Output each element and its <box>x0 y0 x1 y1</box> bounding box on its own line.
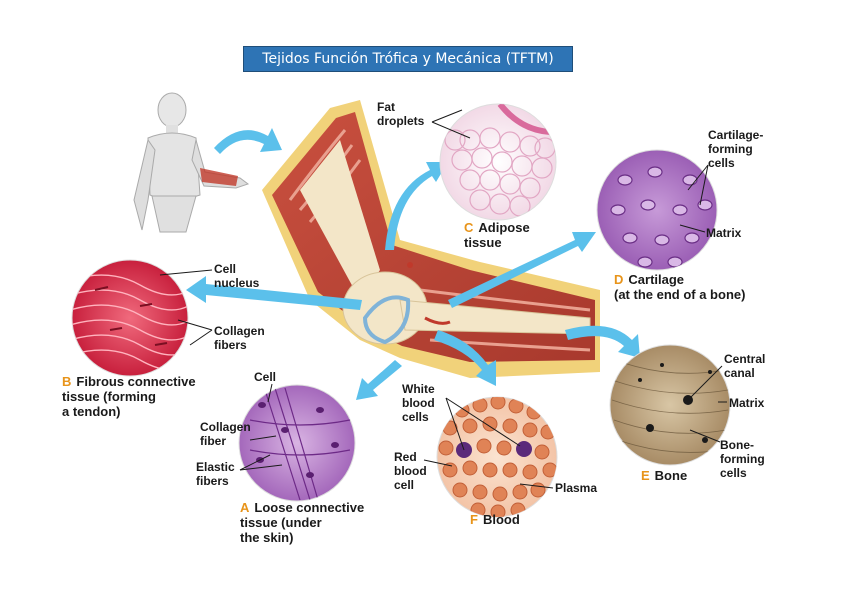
caption-text: Bone <box>654 468 688 483</box>
label-red-blood-cell: Red blood cell <box>394 450 427 492</box>
caption-text: Blood <box>482 512 520 527</box>
label-cartilage-forming-cells: Cartilage- forming cells <box>708 128 764 170</box>
caption-text: Loose connective tissue (under the skin) <box>240 500 365 545</box>
caption-blood: F Blood <box>470 512 520 527</box>
label-collagen-fibers: Collagen fibers <box>214 324 265 352</box>
label-matrix-cartilage: Matrix <box>706 226 742 240</box>
caption-letter: C <box>464 220 474 235</box>
caption-text: Fibrous connective tissue (forming a ten… <box>62 374 196 419</box>
caption-text: Adipose tissue <box>464 220 530 250</box>
label-bone-forming-cells: Bone- forming cells <box>720 438 765 480</box>
label-cell-nucleus: Cell nucleus <box>214 262 260 290</box>
label-white-blood-cells: White blood cells <box>402 382 435 424</box>
cartilage-circle <box>596 149 718 271</box>
page-title: Tejidos Función Trófica y Mecánica (TFTM… <box>243 46 573 72</box>
caption-bone: E Bone <box>641 468 687 483</box>
label-elastic-fibers: Elastic fibers <box>196 460 235 488</box>
caption-letter: F <box>470 512 478 527</box>
loose-tissue-circle <box>238 384 356 502</box>
fibrous-tissue-circle <box>71 259 189 377</box>
label-plasma: Plasma <box>555 481 598 495</box>
adipose-tissue-circle <box>439 103 557 221</box>
label-central-canal: Central canal <box>724 352 766 380</box>
arrows <box>186 128 640 400</box>
caption-letter: E <box>641 468 650 483</box>
caption-text: Cartilage (at the end of a bone) <box>614 272 746 302</box>
caption-letter: A <box>240 500 250 515</box>
human-figure <box>133 92 250 233</box>
label-cell: Cell <box>254 370 277 384</box>
blood-circle <box>436 396 558 518</box>
label-matrix-bone: Matrix <box>729 396 765 410</box>
label-fat-droplets: Fat droplets <box>377 100 425 128</box>
leader-lines <box>159 109 727 489</box>
caption-letter: B <box>62 374 72 389</box>
bone-circle <box>609 344 731 466</box>
label-collagen-fiber: Collagen fiber <box>200 420 251 448</box>
caption-letter: D <box>614 272 624 287</box>
